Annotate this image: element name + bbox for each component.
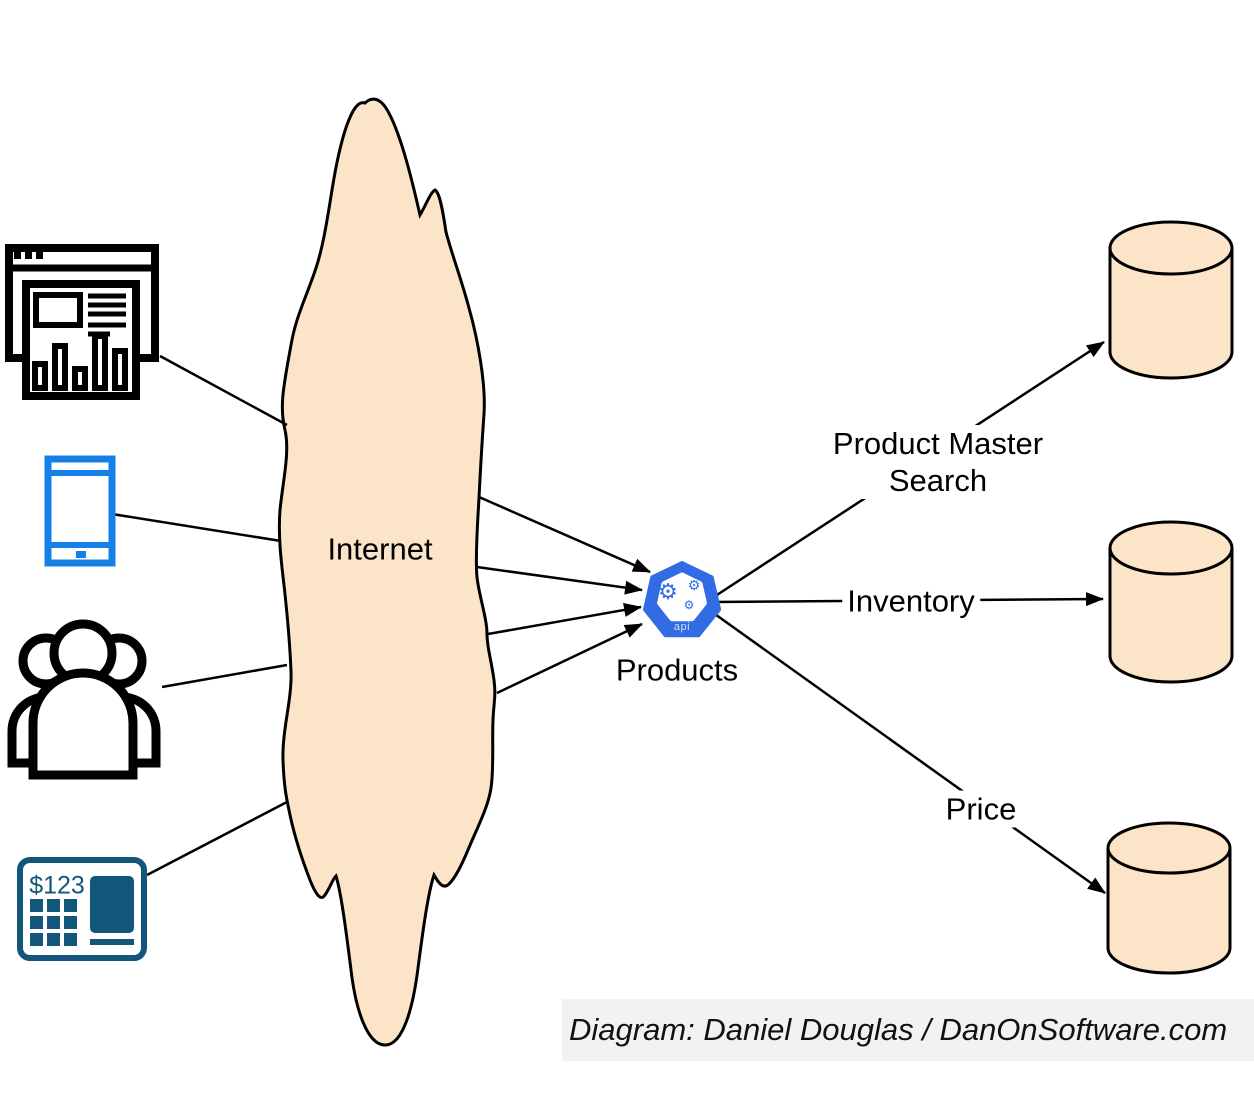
products-label: Products bbox=[615, 652, 739, 688]
price-label: Price bbox=[940, 790, 1022, 828]
database-cylinder-top bbox=[1108, 220, 1234, 276]
api-badge-text: api bbox=[673, 621, 691, 633]
pos-terminal-icon bbox=[17, 857, 147, 961]
arrow-cloud-api-4 bbox=[496, 622, 643, 695]
arrow-cloud-api-1 bbox=[478, 495, 651, 574]
database-cylinder-icon bbox=[1106, 848, 1232, 975]
pos-screen bbox=[90, 876, 134, 933]
browser-dot bbox=[14, 252, 21, 259]
database-price bbox=[1106, 821, 1232, 975]
phone-home-button bbox=[76, 551, 86, 558]
dashboard-bar bbox=[32, 361, 48, 391]
connector-pos-cloud bbox=[146, 800, 288, 877]
gear-icon: ⚙ bbox=[658, 580, 678, 605]
dashboard-bar bbox=[112, 348, 128, 391]
internet-cloud bbox=[277, 97, 497, 1047]
connector-users-cloud bbox=[161, 663, 288, 689]
inventory-label: Inventory bbox=[842, 582, 980, 620]
dashboard-bar bbox=[92, 333, 108, 391]
pos-price-display: $123 bbox=[29, 871, 85, 900]
database-cylinder-icon bbox=[1108, 248, 1234, 380]
cloud-to-api-arrows bbox=[476, 495, 651, 695]
cloud-shape bbox=[277, 97, 497, 1047]
browser-dashboard-icon bbox=[5, 244, 159, 400]
product-master-search-label: Product Master Search bbox=[827, 425, 1049, 499]
gear-icon: ⚙ bbox=[687, 578, 701, 594]
database-cylinder-icon bbox=[1108, 548, 1234, 684]
connector-phone-cloud bbox=[111, 512, 282, 543]
attribution-text: Diagram: Daniel Douglas / DanOnSoftware.… bbox=[569, 1012, 1228, 1047]
api-heptagon-icon bbox=[643, 561, 722, 638]
browser-dot bbox=[36, 252, 43, 259]
arrow-api-price bbox=[711, 610, 1106, 895]
pos-slot bbox=[90, 939, 134, 945]
source-connectors bbox=[111, 354, 288, 877]
api-heptagon-inner bbox=[657, 572, 707, 622]
gear-icon: ⚙ bbox=[683, 598, 695, 612]
attribution-bar: Diagram: Daniel Douglas / DanOnSoftware.… bbox=[562, 999, 1254, 1061]
dashboard-bar bbox=[52, 343, 68, 391]
pos-keypad bbox=[30, 899, 77, 946]
user-body-front bbox=[28, 668, 138, 780]
dashboard-image-box bbox=[33, 292, 83, 328]
arrow-cloud-api-2 bbox=[476, 565, 643, 595]
database-product-master-search bbox=[1108, 220, 1234, 380]
dashboard-bar bbox=[72, 366, 88, 391]
database-cylinder-top bbox=[1106, 821, 1232, 875]
users-group-icon bbox=[7, 619, 161, 780]
connector-browser-cloud bbox=[159, 354, 288, 427]
browser-dot bbox=[25, 252, 32, 259]
internet-label: Internet bbox=[327, 531, 433, 567]
database-cylinder-top bbox=[1108, 520, 1234, 576]
arrow-cloud-api-3 bbox=[487, 603, 642, 636]
database-inventory bbox=[1108, 520, 1234, 684]
smartphone-icon bbox=[44, 455, 116, 567]
